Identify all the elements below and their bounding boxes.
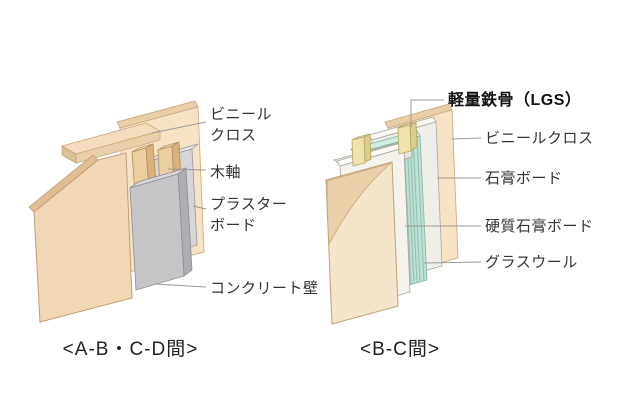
- leader-line-plasterboard: [192, 205, 207, 210]
- leader-line-concrete-wall: [153, 283, 207, 288]
- caption-right-wall: <B-C間>: [360, 339, 440, 360]
- caption-left-wall: <A-B・C-D間>: [62, 339, 199, 360]
- leader-line-wood-frame: [167, 168, 207, 171]
- leader-line-lgs: [410, 99, 444, 127]
- label-wood-frame: 木軸: [210, 164, 242, 181]
- leader-lines: [151, 99, 482, 288]
- right-wall-diagram: [325, 103, 459, 325]
- label-lgs: 軽量鉄骨（LGS）: [448, 92, 582, 109]
- left-wall-diagram: [28, 100, 205, 323]
- leader-line-vinyl-cloth-right: [451, 137, 482, 140]
- left-concrete-front: [129, 173, 185, 291]
- left-top-board-cap: [61, 145, 77, 164]
- label-hard-gypsum-board: 硬質石膏ボード: [485, 218, 594, 235]
- right-vinyl-peel-flap: [326, 162, 392, 246]
- label-vinyl-cloth-right: ビニールクロス: [485, 130, 594, 147]
- leader-line-glass-wool: [423, 261, 482, 264]
- label-plasterboard: プラスター ボード: [210, 196, 288, 234]
- label-vinyl-cloth-left: ビニール クロス: [210, 106, 273, 144]
- right-lgs-stud-b-front: [397, 124, 412, 155]
- label-glass-wool: グラスウール: [485, 254, 578, 271]
- label-gypsum-board: 石膏ボード: [485, 170, 563, 187]
- label-concrete-wall: コンクリート壁: [210, 280, 319, 297]
- leader-line-vinyl-cloth-left: [151, 121, 207, 134]
- right-lgs-stud-a-front: [351, 136, 366, 167]
- left-front-panel-face: [33, 152, 133, 323]
